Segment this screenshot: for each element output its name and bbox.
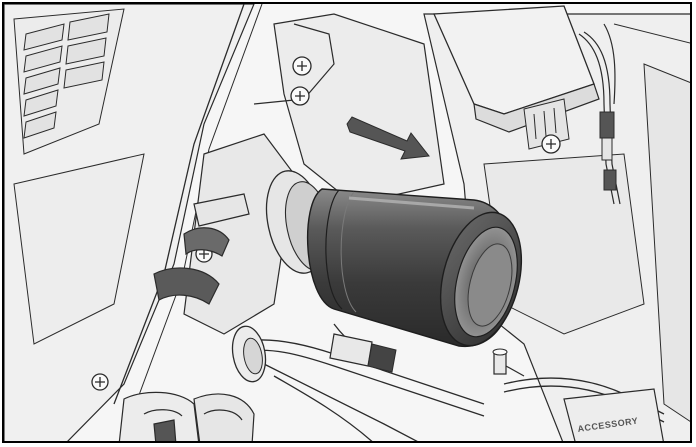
- grommet-icon: [231, 325, 267, 383]
- illustration-frame: ACCESSORY: [2, 2, 692, 443]
- right-body-panel: [423, 13, 690, 441]
- screw-icon: [541, 134, 561, 154]
- wiring-harness-upper: [578, 23, 621, 205]
- mounting-screws: [91, 56, 312, 391]
- connector-plug-icon: [329, 333, 397, 373]
- screw-icon: [290, 86, 310, 106]
- hose-clamps: [153, 193, 250, 305]
- vent-slots: [23, 13, 110, 139]
- arrow-right-icon: [346, 116, 430, 160]
- screw-icon: [292, 56, 312, 76]
- control-module: [433, 5, 600, 154]
- cylinder-filter-icon: [265, 170, 523, 348]
- sensor-post-icon: [492, 348, 525, 377]
- accessory-panel: ACCESSORY: [563, 388, 664, 441]
- technical-illustration: ACCESSORY: [4, 4, 690, 441]
- left-body-panel: [4, 4, 263, 441]
- connector-plug-icon: [599, 111, 617, 191]
- screw-icon: [91, 373, 109, 391]
- lower-left-components: [118, 391, 255, 441]
